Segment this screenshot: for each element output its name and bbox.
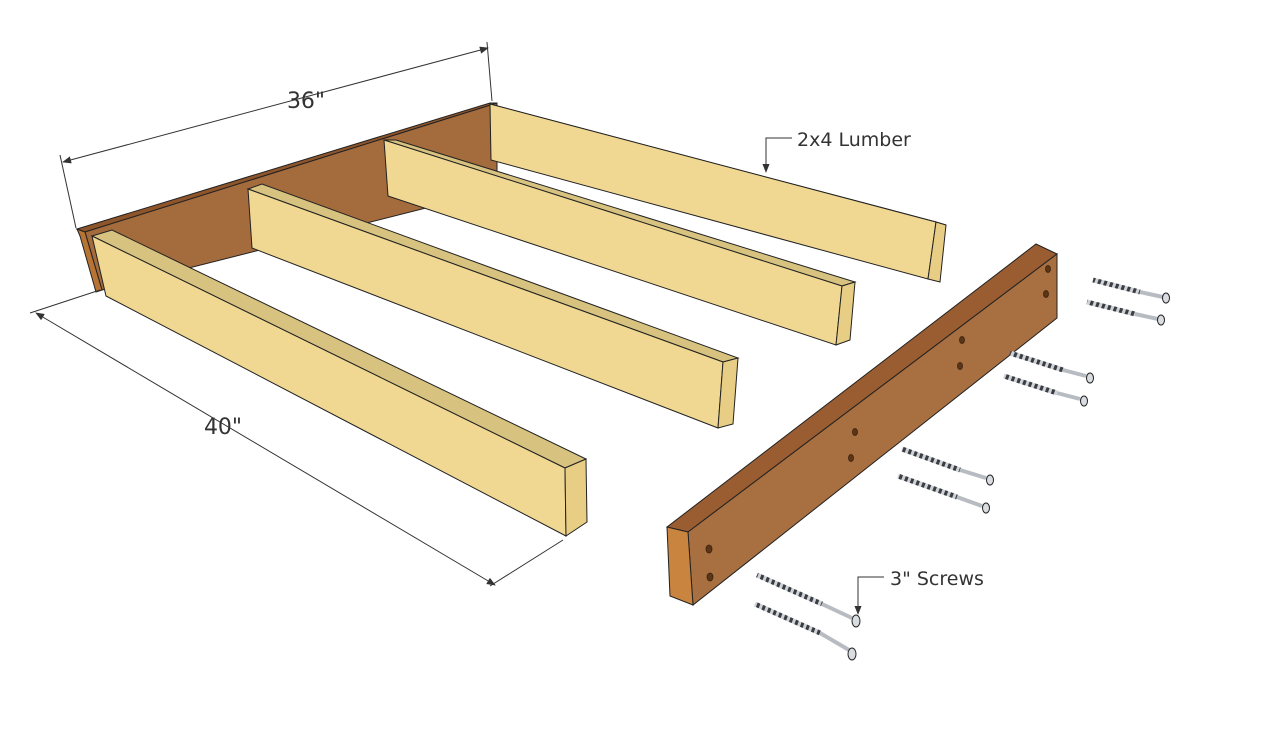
screw-1 (1092, 277, 1170, 304)
extension-line-back (29, 289, 101, 314)
screw-5 (901, 446, 994, 486)
screw-8 (753, 601, 857, 661)
extension-line-front (489, 539, 564, 587)
joist-end (835, 281, 856, 346)
front-rim-board (665, 243, 1058, 606)
screw-6 (897, 473, 990, 514)
screws-callout: 3" Screws (854, 568, 984, 615)
screw-3 (1009, 350, 1094, 384)
lumber-callout: 2x4 Lumber (762, 129, 911, 173)
width-dimension-label: 36" (287, 89, 325, 114)
screw-holes (705, 265, 1051, 582)
joist-4 (489, 103, 947, 283)
extension-line-right (486, 41, 493, 102)
extension-line-left (59, 154, 77, 229)
screw-2 (1086, 299, 1165, 326)
length-dimension-line (35, 312, 496, 586)
callout-leader (854, 576, 884, 615)
lumber-callout-label: 2x4 Lumber (797, 129, 911, 151)
joist-end (927, 221, 947, 283)
joist-end (564, 458, 588, 537)
screws (753, 277, 1170, 661)
screw-7 (755, 572, 861, 628)
width-dimension-line (62, 46, 489, 164)
front-rim-end (666, 526, 694, 606)
screw-4 (1003, 373, 1088, 407)
joist-end (717, 357, 739, 429)
width-dimension (59, 41, 493, 229)
screws-callout-label: 3" Screws (890, 568, 984, 590)
length-dimension (29, 289, 564, 587)
callout-leader (762, 137, 792, 173)
length-dimension-label: 40" (204, 415, 242, 440)
joist-2 (246, 183, 740, 429)
back-rim-end (76, 228, 103, 293)
